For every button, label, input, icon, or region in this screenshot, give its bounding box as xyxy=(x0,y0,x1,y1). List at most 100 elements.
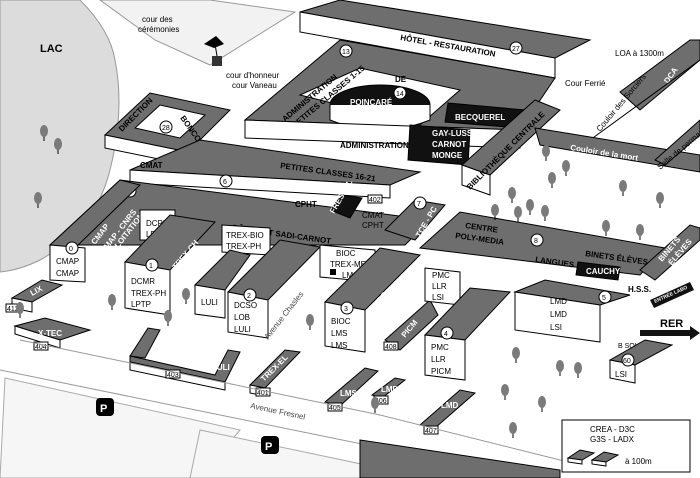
dcso-label: DCSO xyxy=(234,301,257,310)
building-number-2: 2 xyxy=(247,293,251,300)
building-number-0: 0 xyxy=(69,246,73,253)
crea-label-2: G3S - LADX xyxy=(590,435,635,444)
luli-bottom-building: LULI LULI 403 xyxy=(129,327,241,391)
cpht-label: CPHT xyxy=(362,221,384,230)
lmd-bottom-label: LMD xyxy=(441,401,459,410)
building-number-1: 1 xyxy=(149,263,153,270)
building-number-27: 27 xyxy=(512,46,520,53)
building-number-407: 407 xyxy=(425,428,437,435)
gay-lussac-label: GAY-LUSSAC xyxy=(432,129,484,138)
lms-diag-label: LMS xyxy=(365,312,383,331)
lms-top-label: LMS xyxy=(342,271,358,280)
rer-label[interactable]: RER xyxy=(660,318,683,330)
building-number-13: 13 xyxy=(342,49,350,56)
parking-area-2: P xyxy=(189,429,382,478)
trex-bio-building: TREX-BIO TREX-PH xyxy=(221,224,271,256)
lsi-60-label: LSI xyxy=(615,370,627,379)
building-number-3: 3 xyxy=(344,306,348,313)
becquerel-label: BECQUEREL xyxy=(455,113,505,122)
bioc-label-1: BIOC xyxy=(331,317,351,326)
avenue-fresnel-label: Avenue Fresnel xyxy=(250,401,307,421)
dcph-label: DCPH xyxy=(146,219,169,228)
lmd-small-label: LMD xyxy=(381,385,399,394)
bsol-label: B SOL xyxy=(618,343,639,350)
luli-label-2: LULI xyxy=(234,325,251,334)
building-number-4: 4 xyxy=(444,331,448,338)
lmd-bottom-building: LMD 407 xyxy=(418,389,477,435)
cpht-top-label: CPHT xyxy=(295,200,317,209)
administration-label: ADMINISTRATION xyxy=(340,141,409,150)
building-number-60: 60 xyxy=(623,358,631,365)
cour-ceremonies-label-1: cour des xyxy=(142,15,173,24)
trex-ph-label-b: TREX-PH xyxy=(226,242,261,251)
lms-bottom-label: LMS xyxy=(340,389,358,398)
building-number-6: 6 xyxy=(223,179,227,186)
cour-honneur-label-2: cour Vaneau xyxy=(232,81,277,90)
building-number-28: 28 xyxy=(162,125,170,132)
lob-label: LOB xyxy=(234,313,250,322)
pmc-top-building: PMC LLR LSI xyxy=(424,267,461,306)
cmat-top-label: CMAT xyxy=(140,161,163,170)
lms-label-1: LMS xyxy=(331,329,347,338)
trex-bio-label: TREX-BIO xyxy=(226,231,264,240)
building-number-412: 412 xyxy=(7,306,19,313)
parking-area-1: P xyxy=(0,377,241,478)
lmd-label-1: LMD xyxy=(550,297,567,306)
dca-building: DCA xyxy=(619,39,700,111)
cauchy-label: CAUCHY xyxy=(586,267,621,276)
crea-label-1: CREA - D3C xyxy=(590,425,635,434)
bioc-top-label-1: BIOC xyxy=(336,249,356,258)
de-label: DE xyxy=(395,75,407,84)
picm-building: PICM 408 xyxy=(383,299,439,351)
lmd-label-2: LMD xyxy=(550,310,567,319)
carnot-label: CARNOT xyxy=(432,140,466,149)
luli-bottom-label-1: LULI xyxy=(155,353,173,362)
lms-label-2: LMS xyxy=(331,341,347,350)
arago-label: ARAGO xyxy=(360,108,390,117)
loa-label: LOA à 1300m xyxy=(615,49,664,58)
lmd-building: 5 LMD LMD LSI xyxy=(513,279,631,343)
lptp-label-b: LPTP xyxy=(131,300,151,309)
cmap-building: 0 CMAP CMAP CMAP CMAP - CNRS DS-EXPLOITA… xyxy=(48,179,146,283)
lmd-small-building: LMD 406 xyxy=(370,377,407,405)
pmc-label-1: PMC xyxy=(432,271,450,280)
bottom-building xyxy=(359,439,561,478)
building-number-406: 406 xyxy=(375,398,387,405)
parking-icon-2: P xyxy=(265,441,272,453)
cmap-label-1: CMAP xyxy=(56,257,79,266)
trex-ph-label-a: TREX-PH xyxy=(131,289,166,298)
cour-ceremonies xyxy=(99,0,297,66)
xtec-label: X-TEC xyxy=(38,329,62,338)
building-number-408: 408 xyxy=(385,344,397,351)
statue-icon xyxy=(204,36,224,66)
entree-labo: ENTRÉE LABO xyxy=(650,282,694,308)
poincare-label: POINCARÉ xyxy=(350,98,393,107)
building-number-401: 401 xyxy=(257,390,269,397)
building-number-405: 405 xyxy=(329,405,341,412)
petites-classes-building: CMAT 6 PETITES CLASSES 16-21 402 xyxy=(129,139,422,204)
building-number-8: 8 xyxy=(534,238,538,245)
rer-arrow[interactable]: RER xyxy=(640,318,700,340)
xtec-building: X-TEC 404 xyxy=(13,317,92,351)
luli-bottom-label-2: LULI xyxy=(212,363,230,372)
building-number-403: 403 xyxy=(167,372,179,379)
trex-me-label: TREX-ME xyxy=(330,260,366,269)
cmap-label-2: CMAP xyxy=(56,269,79,278)
cmat-label: CMAT xyxy=(362,211,384,220)
hss-label: H.S.S. xyxy=(628,285,651,294)
llr-label-1: LLR xyxy=(432,282,447,291)
cour-ceremonies-label-2: cérémonies xyxy=(138,25,179,34)
dcso-building: 2 DCSO LOB LULI xyxy=(226,239,322,339)
building-number-402: 402 xyxy=(369,197,381,204)
road-line xyxy=(19,339,601,471)
building-number-404: 404 xyxy=(35,344,47,351)
dcmr-label: DCMR xyxy=(131,277,155,286)
parking-icon-1: P xyxy=(100,403,107,415)
building-number-14: 14 xyxy=(396,91,404,98)
building-number-5b: 5 xyxy=(602,295,606,302)
crea-distance-label: à 100m xyxy=(625,457,652,466)
centre-poly-media-building: CENTRE POLY-MEDIA 8 LANGUES BINETS ÉLÈVE… xyxy=(418,211,666,276)
cour-ferrie-label: Cour Ferrié xyxy=(565,79,606,88)
pmc-label-2: PMC xyxy=(431,343,449,352)
